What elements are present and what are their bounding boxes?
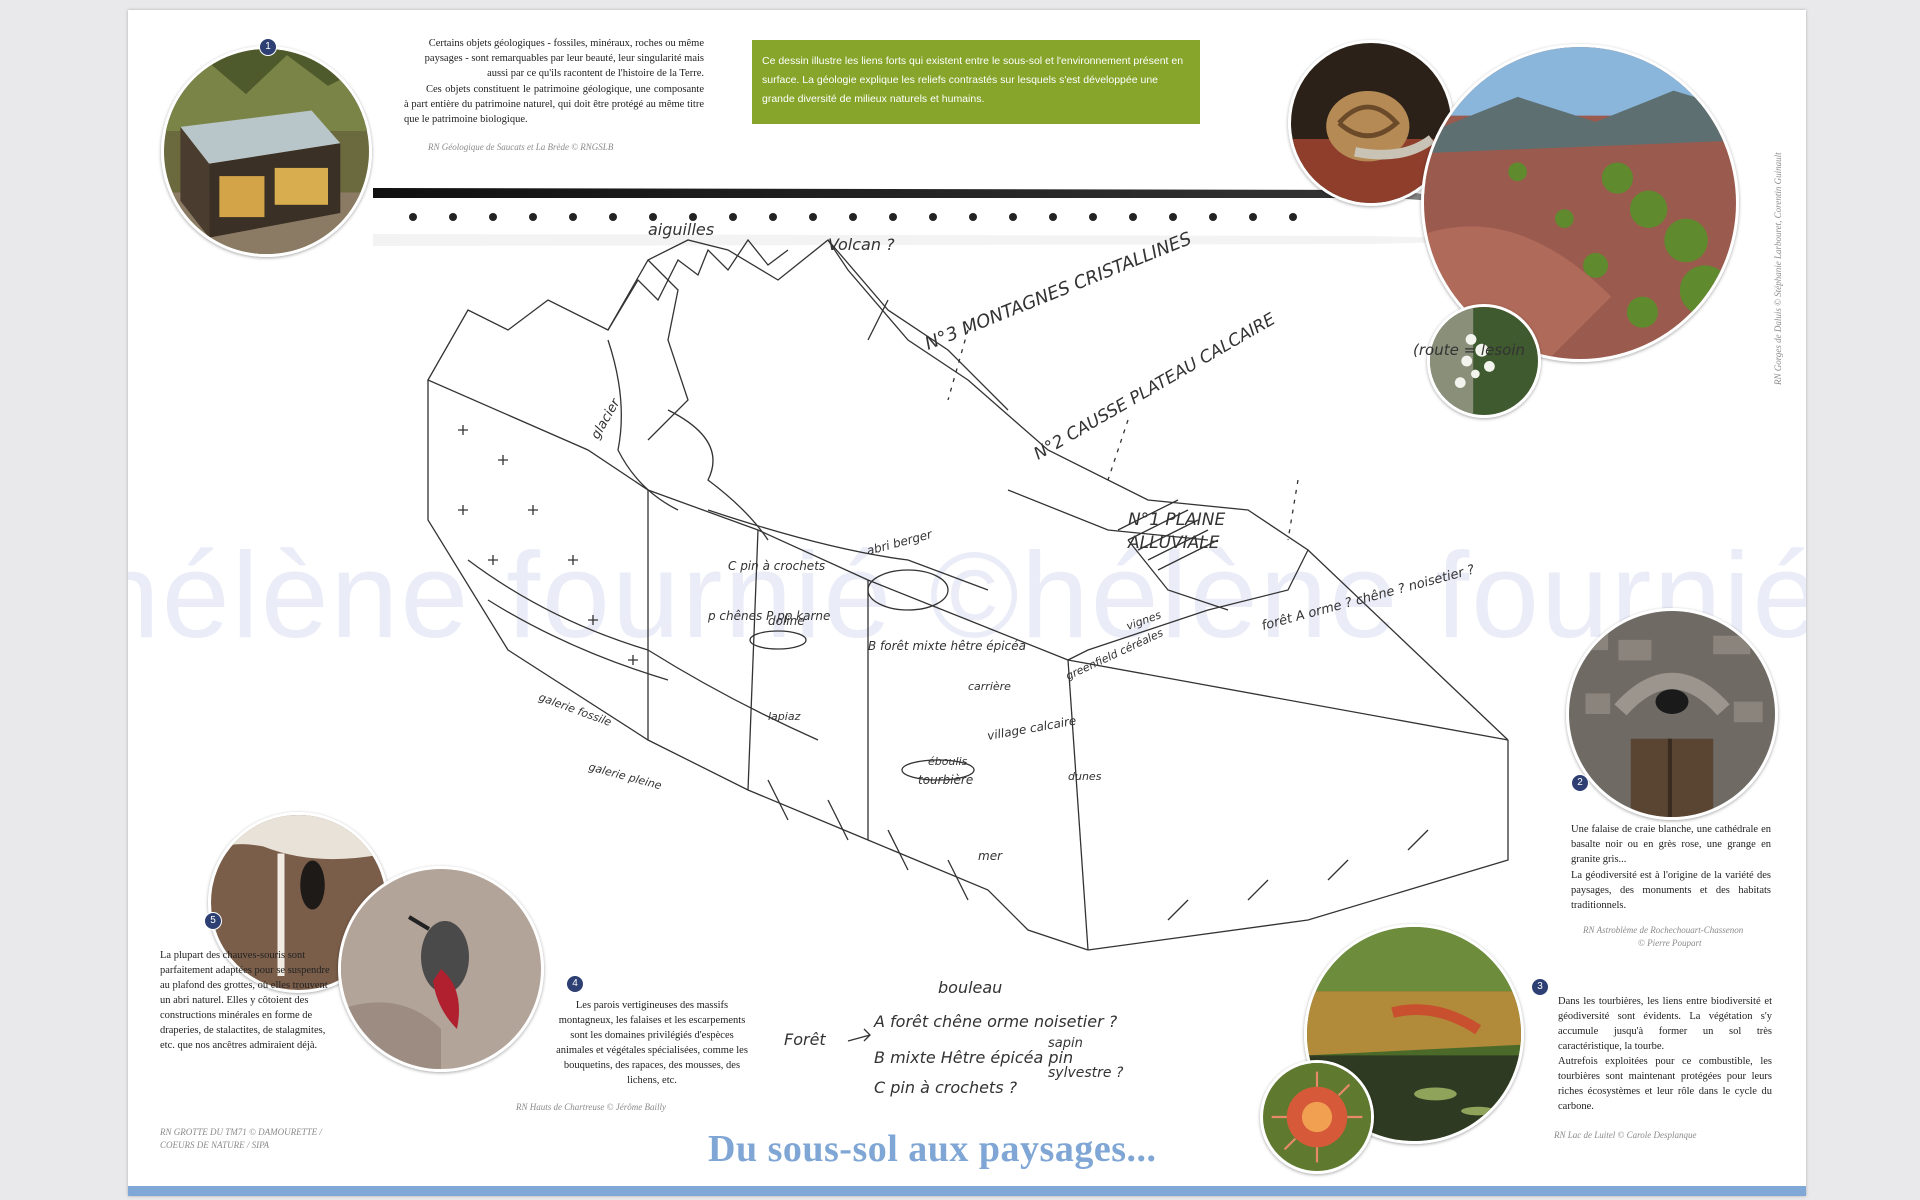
legend-foret: Forêt <box>784 1030 826 1049</box>
block-4-credit: RN Hauts de Chartreuse © Jérôme Bailly <box>516 1102 666 1112</box>
block-1-text-2: Ces objets constituent le patrimoine géo… <box>404 84 704 125</box>
label-n1-a: N°1 PLAINE <box>1128 510 1226 530</box>
label-doline: doline <box>768 614 805 628</box>
legend-b: B mixte Hêtre épicéa pin <box>874 1048 1073 1067</box>
block-1-credit: RN Géologique de Saucats et La Brède © R… <box>428 142 614 152</box>
photo-wallcreeper <box>338 866 544 1072</box>
watermark: ©hélène fournié ©hélène fournié <box>128 527 1806 663</box>
label-foret-a: forêt A orme ? chêne ? noisetier ? <box>1260 562 1476 633</box>
block-5-credit-1: RN GROTTE DU TM71 © DAMOURETTE / <box>160 1127 322 1137</box>
label-tourbiere: tourbière <box>918 773 973 787</box>
intro-box: Ce dessin illustre les liens forts qui e… <box>752 40 1200 124</box>
badge-1: 1 <box>259 38 277 56</box>
legend-bouleau: bouleau <box>938 978 1002 997</box>
poster-sheet: ©hélène fournié ©hélène fournié 1 Certai… <box>128 10 1806 1196</box>
label-aiguilles: aiguilles <box>648 220 714 239</box>
label-dunes: dunes <box>1068 770 1102 783</box>
label-galerie-pleine: galerie pleine <box>587 760 663 792</box>
label-n3: N°3 MONTAGNES CRISTALLINES <box>922 228 1195 354</box>
badge-4: 4 <box>566 975 584 993</box>
badge-3: 3 <box>1531 978 1549 996</box>
sketch-legend: bouleau Forêt A forêt chêne orme noiseti… <box>784 978 1124 1097</box>
block-3-text-2: Autrefois exploitées pour ce combustible… <box>1558 1056 1772 1112</box>
label-volcan: Volcan ? <box>828 235 895 254</box>
label-glacier: glacier <box>588 395 624 442</box>
label-route: (route = lesoin <box>1413 341 1525 359</box>
block-3-text-1: Dans les tourbières, les liens entre bio… <box>1558 996 1772 1052</box>
block-2-credit-2: © Pierre Poupart <box>1638 938 1702 948</box>
block-4-text: Les parois vertigineuses des massifs mon… <box>556 1000 748 1086</box>
legend-sylvestre: sylvestre ? <box>1048 1065 1124 1081</box>
geology-sketch: aiguilles Volcan ? glacier N°3 MONTAGNES… <box>427 220 1525 951</box>
block-1-text-1: Certains objets géologiques - fossiles, … <box>424 38 704 79</box>
photo-white-flowers <box>1427 304 1541 418</box>
block-2-text-1: Une falaise de craie blanche, une cathéd… <box>1571 824 1771 865</box>
photo-stone-door <box>1566 608 1778 820</box>
page-title: Du sous-sol aux paysages... <box>708 1128 1157 1170</box>
photo-fossil-shelter <box>161 46 372 257</box>
block-2-text-2: La géodiversité est à l'origine de la va… <box>1571 870 1771 911</box>
legend-a: A forêt chêne orme noisetier ? <box>873 1012 1118 1031</box>
side-credit: RN Gorges de Daluis © Stéphanie Larboure… <box>1772 80 1784 385</box>
film-strip-decoration <box>373 188 1533 246</box>
badge-2: 2 <box>1571 774 1589 792</box>
label-eboulis: éboulis <box>928 755 968 768</box>
legend-sapin: sapin <box>1048 1036 1083 1051</box>
label-mer: mer <box>978 849 1003 863</box>
label-chenes: p chênes P pp karne <box>707 609 830 623</box>
label-hetre: B forêt mixte hêtre épicéa <box>868 639 1026 653</box>
block-5-text: La plupart des chauves-souris sont parfa… <box>160 950 330 1051</box>
label-abri-berger: abri berger <box>865 527 934 558</box>
legend-c: C pin à crochets ? <box>874 1078 1018 1097</box>
label-carriere: carrière <box>968 680 1011 693</box>
label-n1-b: ALLUVIALE <box>1127 533 1220 553</box>
bottom-bar <box>128 1186 1806 1196</box>
badge-5: 5 <box>204 912 222 930</box>
side-credit-text: RN Gorges de Daluis © Stéphanie Larboure… <box>1773 152 1783 385</box>
block-3-credit: RN Lac de Luitel © Carole Desplanque <box>1554 1130 1697 1140</box>
block-2-credit-1: RN Astroblème de Rochechouart-Chassenon <box>1583 925 1744 935</box>
label-pin-crochets: C pin à crochets <box>728 559 825 573</box>
label-village: village calcaire <box>986 714 1077 743</box>
block-5-credit-2: COEURS DE NATURE / SIPA <box>160 1140 269 1150</box>
label-n2: N°2 CAUSSE PLATEAU CALCAIRE <box>1031 309 1280 464</box>
photo-sundew <box>1260 1060 1374 1174</box>
label-lapiaz: lapiaz <box>768 710 801 723</box>
